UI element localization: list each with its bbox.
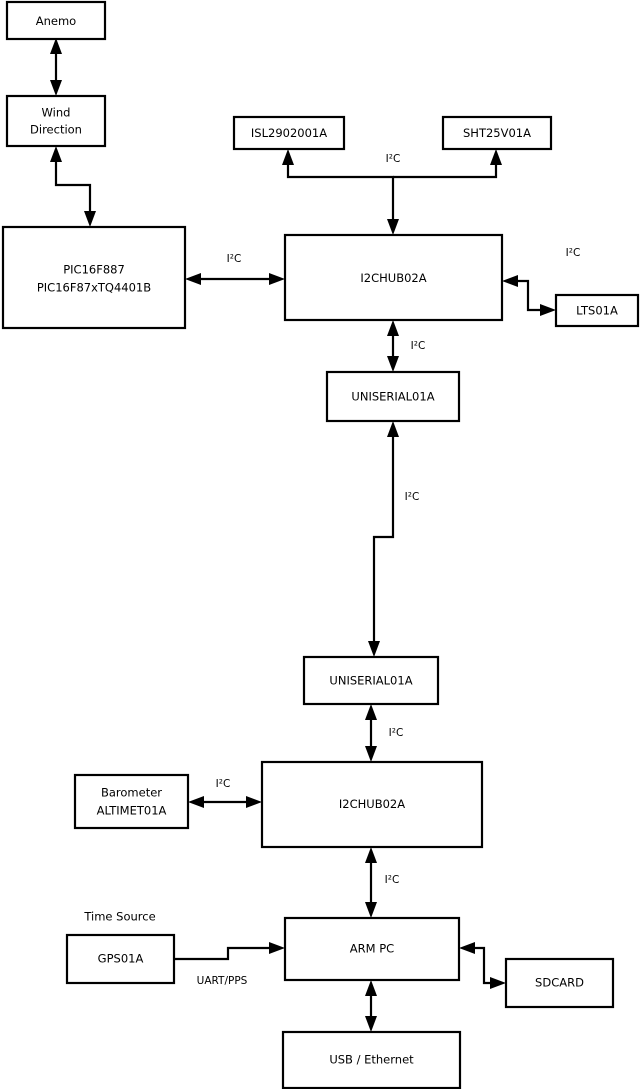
- node-i2chub02a-top[interactable]: I2CHUB02A: [283, 233, 504, 322]
- arrow-head-up: [365, 704, 377, 720]
- edge-label-i2c-baro: I²C: [216, 778, 231, 790]
- arrow-head-up: [50, 146, 62, 162]
- arrow-head-right: [269, 273, 285, 285]
- node-label-sdcard: SDCARD: [535, 976, 584, 990]
- node-uniserial01a-upper[interactable]: UNISERIAL01A: [325, 370, 461, 423]
- arrow-head-down: [365, 902, 377, 918]
- edge-hub-bottom-armpc: [365, 847, 377, 918]
- arrow-head-left: [185, 273, 201, 285]
- arrow-head-up: [365, 980, 377, 996]
- edge-uniserial-lower-upper: [368, 421, 399, 657]
- node-uniserial01a-lower[interactable]: UNISERIAL01A: [302, 655, 440, 706]
- arrow-head-down: [50, 80, 62, 96]
- arrow-head-down: [387, 356, 399, 372]
- edge-label-i2c-uni-hub2: I²C: [389, 727, 404, 739]
- node-i2chub02a-bottom[interactable]: I2CHUB02A: [260, 760, 484, 849]
- arrow-head-up: [282, 149, 294, 165]
- node-label-anemo: Anemo: [36, 14, 76, 28]
- edge-label-i2c-pic-hub: I²C: [227, 253, 242, 265]
- arrow-head-up: [490, 149, 502, 165]
- arrow-head-left: [502, 275, 518, 287]
- node-label-lts: LTS01A: [576, 304, 618, 318]
- edge-gps-armpc: [174, 942, 285, 961]
- edge-pic-hub-top: [185, 273, 285, 285]
- arrow-head-up: [50, 38, 62, 54]
- edge-label-i2c-hub2-arm: I²C: [385, 874, 400, 886]
- node-gps01a[interactable]: GPS01A: [65, 933, 176, 985]
- arrow-head-left: [459, 942, 475, 954]
- node-label-uniserial-lower: UNISERIAL01A: [329, 674, 412, 688]
- node-label-pic-line2: PIC16F87xTQ4401B: [37, 281, 151, 295]
- edge-label-i2c-hub-uni: I²C: [411, 340, 426, 352]
- node-label-isl: ISL2902001A: [251, 126, 327, 140]
- edge-hub-top-uniserial-upper: [387, 320, 399, 372]
- node-label-uniserial-upper: UNISERIAL01A: [351, 390, 434, 404]
- arrow-head-down: [368, 641, 380, 657]
- node-label-hub-top: I2CHUB02A: [360, 271, 426, 285]
- arrow-head-right: [269, 942, 285, 954]
- node-label-armpc: ARM PC: [350, 942, 394, 956]
- node-label-gps: GPS01A: [98, 952, 144, 966]
- node-arm-pc[interactable]: ARM PC: [283, 916, 461, 982]
- arrow-head-up: [387, 421, 399, 437]
- label-time-source: Time Source: [83, 910, 155, 924]
- arrow-head-down: [365, 746, 377, 762]
- arrow-head-left: [188, 796, 204, 808]
- node-sht25v01a[interactable]: SHT25V01A: [441, 115, 553, 151]
- arrow-head-up: [387, 320, 399, 336]
- node-label-barometer-line1: Barometer: [101, 786, 162, 800]
- arrow-head-down: [365, 1016, 377, 1032]
- edge-label-uart-pps: UART/PPS: [197, 975, 248, 987]
- edge-label-i2c-uni-uni: I²C: [405, 491, 420, 503]
- arrow-head-right: [246, 796, 262, 808]
- node-isl2902001a[interactable]: ISL2902001A: [232, 115, 346, 151]
- node-usb-ethernet[interactable]: USB / Ethernet: [281, 1030, 462, 1089]
- edge-hub-top-lts: [502, 275, 556, 316]
- node-label-pic-line1: PIC16F887: [63, 263, 125, 277]
- node-label-hub-bottom: I2CHUB02A: [339, 797, 405, 811]
- edge-anemo-wind: [50, 38, 62, 96]
- arrow-head-right: [540, 304, 556, 316]
- node-label-wind-line2: Direction: [30, 123, 82, 137]
- node-label-sht: SHT25V01A: [463, 126, 531, 140]
- arrow-head-down: [387, 219, 399, 235]
- node-sdcard[interactable]: SDCARD: [504, 957, 615, 1009]
- arrow-head-right: [490, 977, 506, 989]
- edge-pic-wind: [50, 146, 96, 227]
- node-lts01a[interactable]: LTS01A: [554, 293, 640, 328]
- edge-uniserial-lower-hub-bottom: [365, 704, 377, 762]
- edge-barometer-hub-bottom: [188, 796, 262, 808]
- node-anemo[interactable]: Anemo: [5, 0, 107, 41]
- node-pic-microcontroller[interactable]: PIC16F887 PIC16F87xTQ4401B: [1, 225, 187, 330]
- node-label-barometer-line2: ALTIMET01A: [97, 804, 167, 818]
- node-barometer[interactable]: Barometer ALTIMET01A: [73, 773, 190, 830]
- arrow-head-up: [365, 847, 377, 863]
- node-wind-direction[interactable]: Wind Direction: [5, 94, 107, 148]
- arrow-head-down: [84, 211, 96, 227]
- node-label-usbeth: USB / Ethernet: [329, 1053, 414, 1067]
- node-label-wind-line1: Wind: [42, 106, 71, 120]
- edge-hub-top-sensors: [282, 149, 502, 235]
- edge-label-i2c-lts: I²C: [566, 247, 581, 259]
- edge-label-i2c-sensors: I²C: [386, 153, 401, 165]
- edge-armpc-sdcard: [459, 942, 506, 989]
- edge-armpc-usbethernet: [365, 980, 377, 1032]
